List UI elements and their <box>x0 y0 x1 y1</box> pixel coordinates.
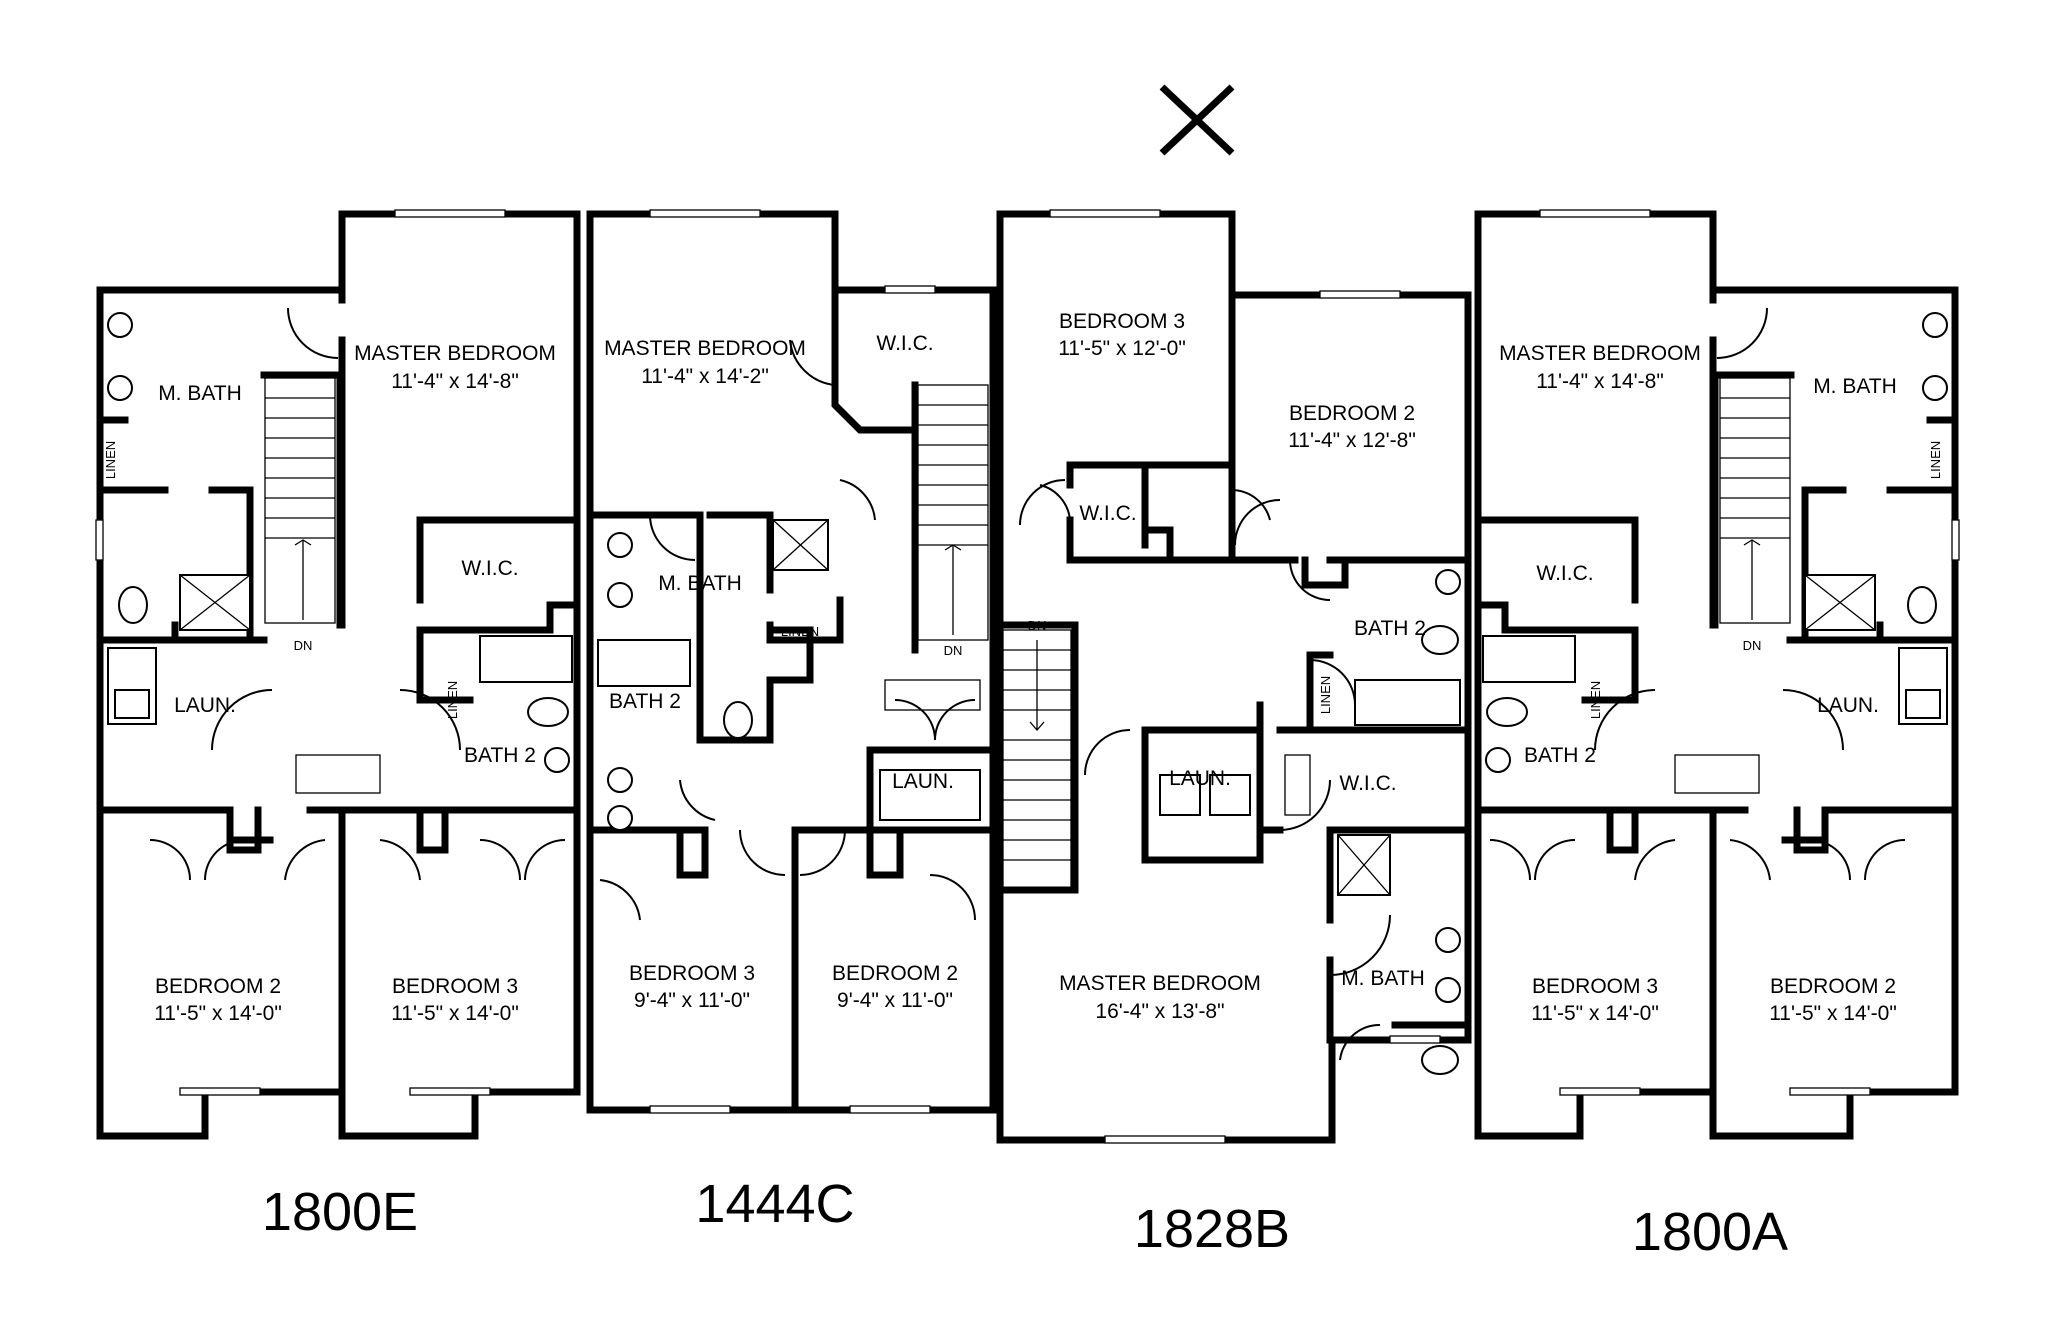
unit-code-1828b: 1828B <box>1134 1199 1290 1259</box>
linen-closet-label: LINEN <box>1318 676 1333 714</box>
room-master-bedroom-size: 11'-4" x 14'-8" <box>1536 370 1664 393</box>
room-bedroom-3-size: 11'-5" x 14'-0" <box>1531 1002 1659 1025</box>
unit-code-1444c: 1444C <box>695 1174 854 1234</box>
stair-down-label: DN <box>294 638 313 653</box>
room-wic-name: W.I.C. <box>1339 772 1396 795</box>
stair-down-label: DN <box>1743 638 1762 653</box>
room-bedroom-3-name: BEDROOM 3 <box>1059 310 1185 333</box>
unit-1800e: DN MASTER BEDROOM 11'-4" x 14'-8" M. BAT… <box>95 209 581 1242</box>
room-bath-2-name: BATH 2 <box>609 690 681 713</box>
room-wic-name: W.I.C. <box>876 332 933 355</box>
room-bath-2-name: BATH 2 <box>464 744 536 767</box>
linen-closet-label: LINEN <box>781 624 819 639</box>
room-wic-name: W.I.C. <box>1536 562 1593 585</box>
room-laundry-name: LAUN. <box>892 770 954 793</box>
room-bedroom-2-name: BEDROOM 2 <box>155 975 281 998</box>
room-bedroom-2-size: 11'-4" x 12'-8" <box>1288 429 1416 452</box>
room-wic-name: W.I.C. <box>461 557 518 580</box>
unit-1444c: DN MASTER BEDROOM 11'-4" x 14'-2" W.I.C.… <box>586 209 997 1234</box>
room-bath-2-name: BATH 2 <box>1354 617 1426 640</box>
room-bedroom-2-size: 9'-4" x 11'-0" <box>837 989 953 1012</box>
room-master-bedroom-name: MASTER BEDROOM <box>1499 342 1701 365</box>
linen-closet-label: LINEN <box>445 681 460 719</box>
room-master-bedroom-size: 11'-4" x 14'-8" <box>391 370 519 393</box>
unit-1828b: DN BEDROOM 3 11'-5" x 12'-0" BEDROOM 2 1… <box>996 209 1472 1259</box>
room-master-bedroom-size: 11'-4" x 14'-2" <box>641 365 769 388</box>
room-m-bath-name: M. BATH <box>658 572 742 595</box>
stair-down-label: DN <box>944 643 963 658</box>
room-bedroom-3-name: BEDROOM 3 <box>392 975 518 998</box>
room-m-bath-name: M. BATH <box>1813 375 1897 398</box>
room-laundry-name: LAUN. <box>1817 694 1879 717</box>
room-bedroom-3-size: 11'-5" x 14'-0" <box>391 1002 519 1025</box>
linen-closet-label: LINEN <box>103 441 118 479</box>
room-bedroom-2-size: 11'-5" x 14'-0" <box>154 1002 282 1025</box>
room-wic-name: W.I.C. <box>1079 502 1136 525</box>
room-master-bedroom-size: 16'-4" x 13'-8" <box>1095 1000 1224 1023</box>
room-m-bath-name: M. BATH <box>1341 967 1425 990</box>
linen-closet-label: LINEN <box>1588 681 1603 719</box>
room-bath-2-name: BATH 2 <box>1524 744 1596 767</box>
room-bedroom-3-size: 9'-4" x 11'-0" <box>634 989 750 1012</box>
x-marker-icon <box>1159 84 1235 156</box>
room-bedroom-3-name: BEDROOM 3 <box>1532 975 1658 998</box>
room-bedroom-3-name: BEDROOM 3 <box>629 962 755 985</box>
linen-closet-label: LINEN <box>1928 441 1943 479</box>
room-bedroom-2-name: BEDROOM 2 <box>1289 402 1415 425</box>
room-laundry-name: LAUN. <box>174 694 236 717</box>
room-bedroom-3-size: 11'-5" x 12'-0" <box>1058 337 1186 360</box>
room-bedroom-2-name: BEDROOM 2 <box>1770 975 1896 998</box>
room-master-bedroom-name: MASTER BEDROOM <box>604 337 806 360</box>
room-laundry-name: LAUN. <box>1169 767 1231 790</box>
room-master-bedroom-name: MASTER BEDROOM <box>1059 972 1261 995</box>
unit-code-1800a: 1800A <box>1632 1202 1788 1262</box>
room-master-bedroom-name: MASTER BEDROOM <box>354 342 556 365</box>
room-bedroom-2-name: BEDROOM 2 <box>832 962 958 985</box>
room-bedroom-2-size: 11'-5" x 14'-0" <box>1769 1002 1897 1025</box>
unit-1800a: DN MASTER BEDROOM 11'-4" x 14'-8" M. BAT… <box>1474 209 1960 1262</box>
stair-down-label: DN <box>1028 618 1047 633</box>
room-m-bath-name: M. BATH <box>158 382 242 405</box>
unit-code-1800e: 1800E <box>262 1182 418 1242</box>
